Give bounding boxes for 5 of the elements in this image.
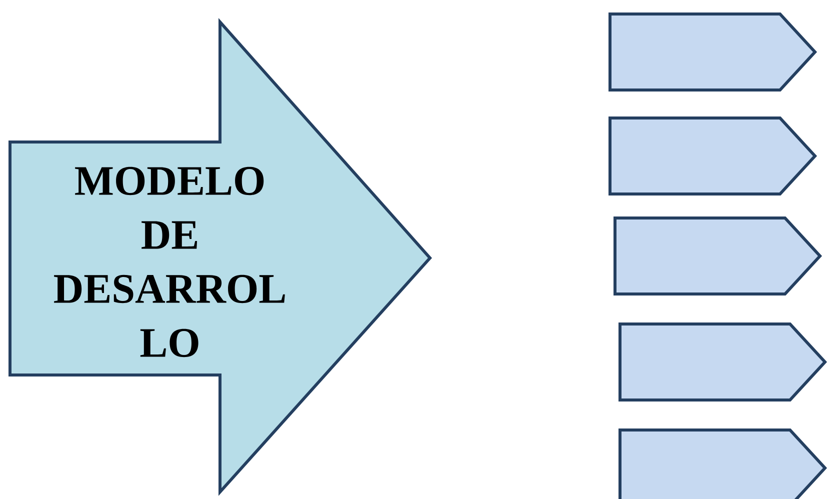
- pentagon-shape: [618, 428, 828, 499]
- pentagon-shape: [618, 322, 828, 402]
- pentagon-shape: [608, 12, 818, 92]
- pentagon-shape: [608, 116, 818, 196]
- pentagon-shape: [614, 216, 822, 296]
